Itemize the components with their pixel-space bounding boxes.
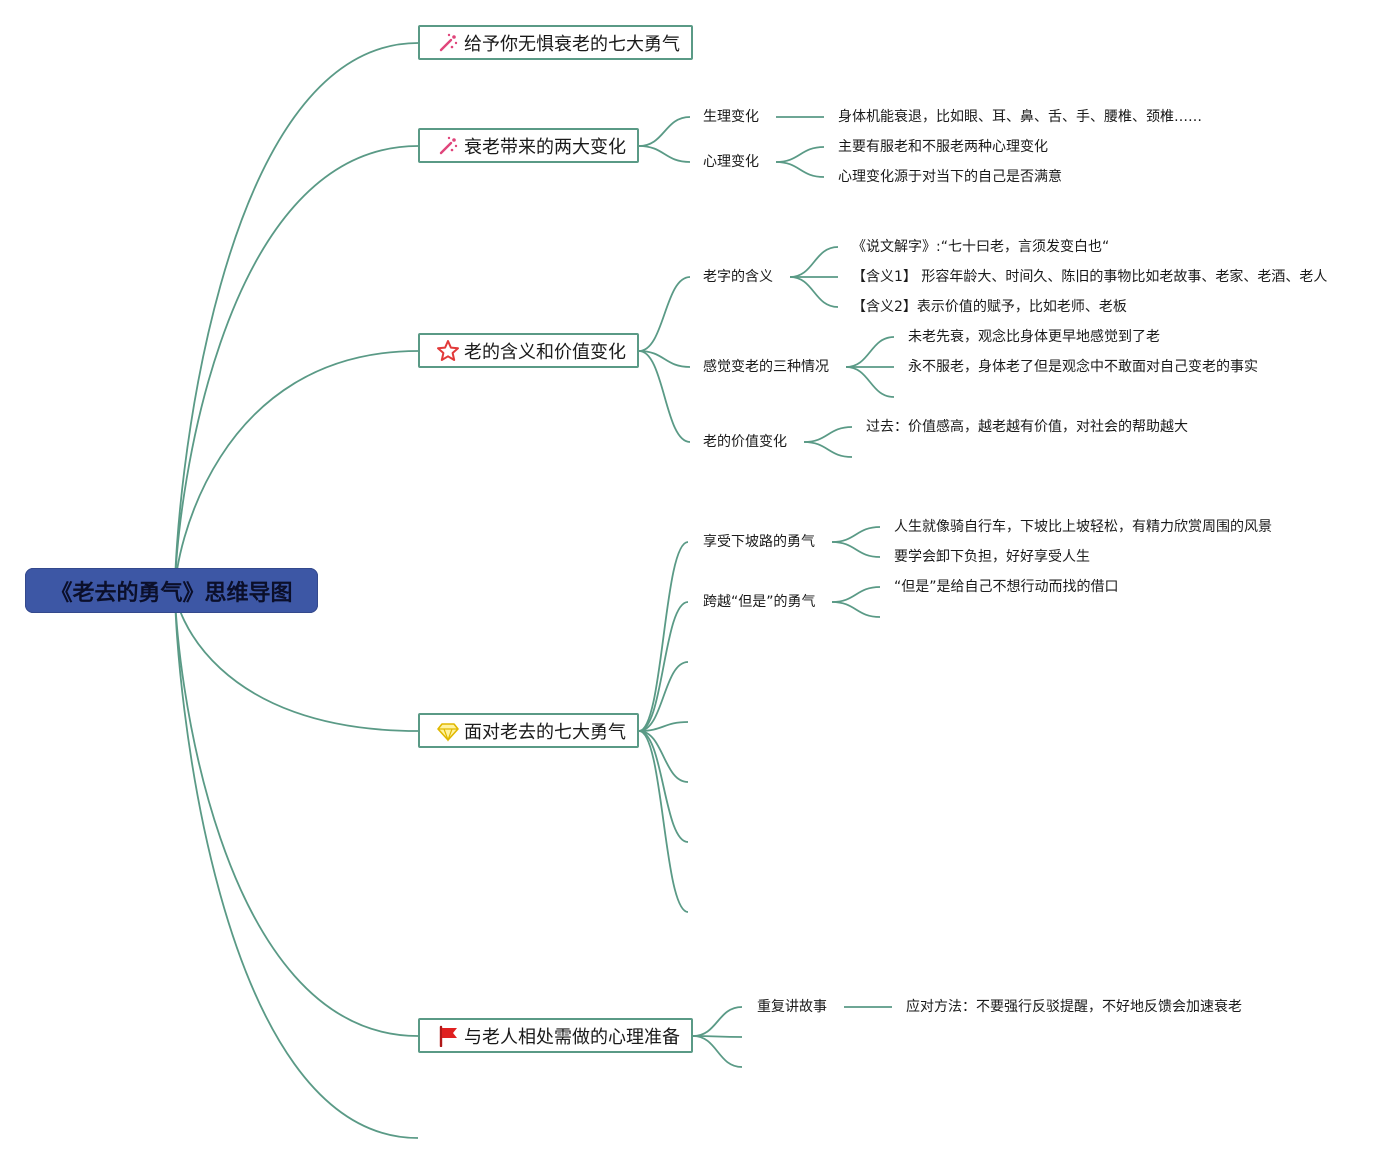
- leaf-connector: [789, 246, 839, 278]
- root-title: 《老去的勇气》思维导图: [50, 580, 293, 606]
- leaf-connector: [845, 336, 895, 368]
- branch-label: 给予你无惧衰老的七大勇气: [464, 33, 680, 55]
- leaf-topic[interactable]: 未老先衰，观念比身体更早地感觉到了老: [908, 329, 1160, 345]
- leaf-topic[interactable]: 要学会卸下负担，好好享受人生: [894, 549, 1090, 565]
- root-connector: [174, 589, 419, 1037]
- leaf-connector: [789, 276, 839, 308]
- branch-node-changes[interactable]: 衰老带来的两大变化: [418, 128, 639, 163]
- branch-connector: [638, 661, 689, 732]
- leaf-connector: [831, 586, 881, 603]
- leaf-topic[interactable]: 【含义2】表示价值的赋予，比如老师、老板: [852, 299, 1127, 315]
- subtopic-but-courage[interactable]: 跨越“但是”的勇气: [703, 594, 816, 610]
- leaf-connector: [845, 366, 895, 398]
- branch-connector: [638, 730, 689, 843]
- leaf-topic[interactable]: 人生就像骑自行车，下坡比上坡轻松，有精力欣赏周围的风景: [894, 519, 1272, 535]
- leaf-topic[interactable]: 身体机能衰退，比如眼、耳、鼻、舌、手、腰椎、颈椎……: [838, 109, 1202, 125]
- branch-connector: [638, 721, 689, 732]
- branch-connector: [638, 601, 689, 732]
- leaf-topic[interactable]: 应对方法：不要强行反驳提醒，不好地反馈会加速衰老: [906, 999, 1242, 1015]
- branch-connector: [638, 145, 691, 163]
- branch-label: 面对老去的七大勇气: [464, 721, 626, 743]
- branch-connector: [692, 1006, 743, 1037]
- branch-connector: [638, 541, 689, 732]
- magic-wand-icon: [436, 134, 460, 158]
- subtopic-psychological[interactable]: 心理变化: [703, 154, 759, 170]
- branch-label: 衰老带来的两大变化: [464, 136, 626, 158]
- subtopic-downhill-courage[interactable]: 享受下坡路的勇气: [703, 534, 815, 550]
- branch-node-seven-courages[interactable]: 面对老去的七大勇气: [418, 713, 639, 748]
- leaf-topic[interactable]: 心理变化源于对当下的自己是否满意: [838, 169, 1062, 185]
- subtopic-three-situations[interactable]: 感觉变老的三种情况: [703, 359, 829, 375]
- leaf-topic[interactable]: “但是”是给自己不想行动而找的借口: [894, 579, 1119, 595]
- diamond-icon: [436, 719, 460, 743]
- leaf-connector: [803, 441, 853, 458]
- branch-connector: [692, 1035, 743, 1068]
- branch-connector: [638, 350, 691, 368]
- subtopic-word-meaning[interactable]: 老字的含义: [703, 269, 773, 285]
- root-connector: [174, 42, 419, 591]
- subtopic-value-change[interactable]: 老的价值变化: [703, 434, 787, 450]
- root-node[interactable]: 《老去的勇气》思维导图: [25, 568, 318, 613]
- branch-node-meaning[interactable]: 老的含义和价值变化: [418, 333, 639, 368]
- root-connector: [174, 145, 419, 591]
- branch-connector: [638, 276, 691, 352]
- branch-label: 与老人相处需做的心理准备: [464, 1026, 680, 1048]
- leaf-topic[interactable]: 永不服老，身体老了但是观念中不敢面对自己变老的事实: [908, 359, 1258, 375]
- root-connector: [174, 589, 419, 1139]
- branch-node-courage[interactable]: 给予你无惧衰老的七大勇气: [418, 25, 693, 60]
- leaf-topic[interactable]: 主要有服老和不服老两种心理变化: [838, 139, 1048, 155]
- leaf-topic[interactable]: 【含义1】 形容年龄大、时间久、陈旧的事物比如老故事、老家、老酒、老人: [852, 269, 1328, 285]
- leaf-connector: [775, 146, 825, 163]
- branch-connector: [638, 350, 691, 443]
- leaf-connector: [803, 426, 853, 443]
- leaf-connector: [775, 161, 825, 178]
- leaf-topic[interactable]: 过去：价值感高，越老越有价值，对社会的帮助越大: [866, 419, 1188, 435]
- branch-node-get-along[interactable]: 与老人相处需做的心理准备: [418, 1018, 693, 1053]
- leaf-connector: [831, 541, 881, 558]
- red-flag-icon: [436, 1024, 460, 1048]
- root-connector: [174, 350, 419, 591]
- branch-connector: [638, 730, 689, 913]
- leaf-connector: [831, 526, 881, 543]
- branch-connector: [638, 730, 689, 783]
- magic-wand-icon: [436, 31, 460, 55]
- branch-connector: [638, 116, 691, 147]
- leaf-topic[interactable]: 《说文解字》:“七十曰老，言须发变白也“: [852, 239, 1110, 255]
- subtopic-physical[interactable]: 生理变化: [703, 109, 759, 125]
- subtopic-repeat-stories[interactable]: 重复讲故事: [757, 999, 827, 1015]
- leaf-connector: [831, 601, 881, 618]
- branch-label: 老的含义和价值变化: [464, 341, 626, 363]
- star-icon: [436, 339, 460, 363]
